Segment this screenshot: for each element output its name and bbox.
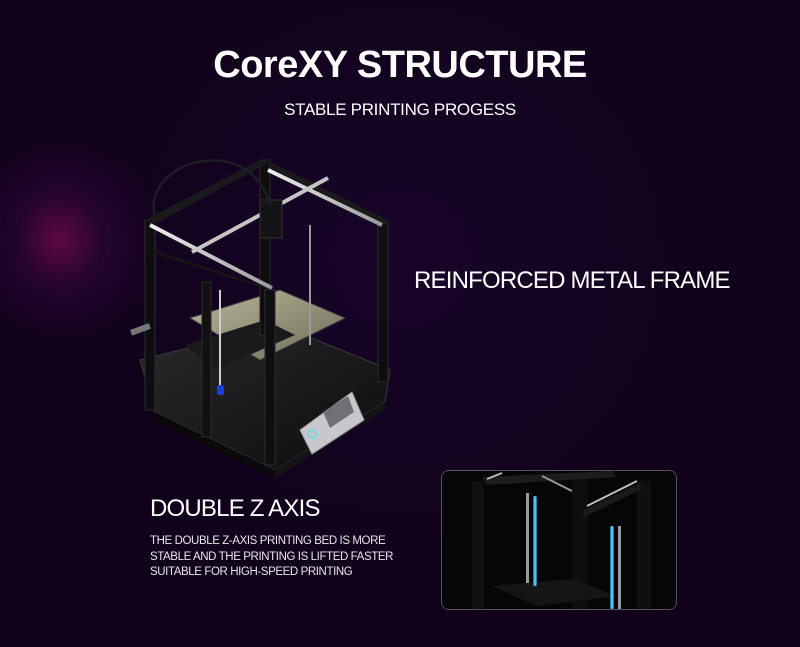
description-line: THE DOUBLE Z-AXIS PRINTING BED IS MORE [150,535,386,547]
feature-reinforced-frame-title: REINFORCED METAL FRAME [414,267,731,294]
double-z-axis-image [441,470,677,610]
page-title: CoreXY STRUCTURE [213,44,587,86]
description-line: STABLE AND THE PRINTING IS LIFTED FASTER [150,550,394,563]
description-line: SUITABLE FOR HIGH-SPEED PRINTING [150,566,353,578]
page-subtitle: STABLE PRINTING PROGESS [284,100,516,119]
printer-image [130,159,391,478]
feature-double-z-title: DOUBLE Z AXIS [150,495,320,522]
z-axis-closeup-render [442,471,676,609]
feature-double-z-description: THE DOUBLE Z-AXIS PRINTING BED IS MORE S… [150,534,393,581]
